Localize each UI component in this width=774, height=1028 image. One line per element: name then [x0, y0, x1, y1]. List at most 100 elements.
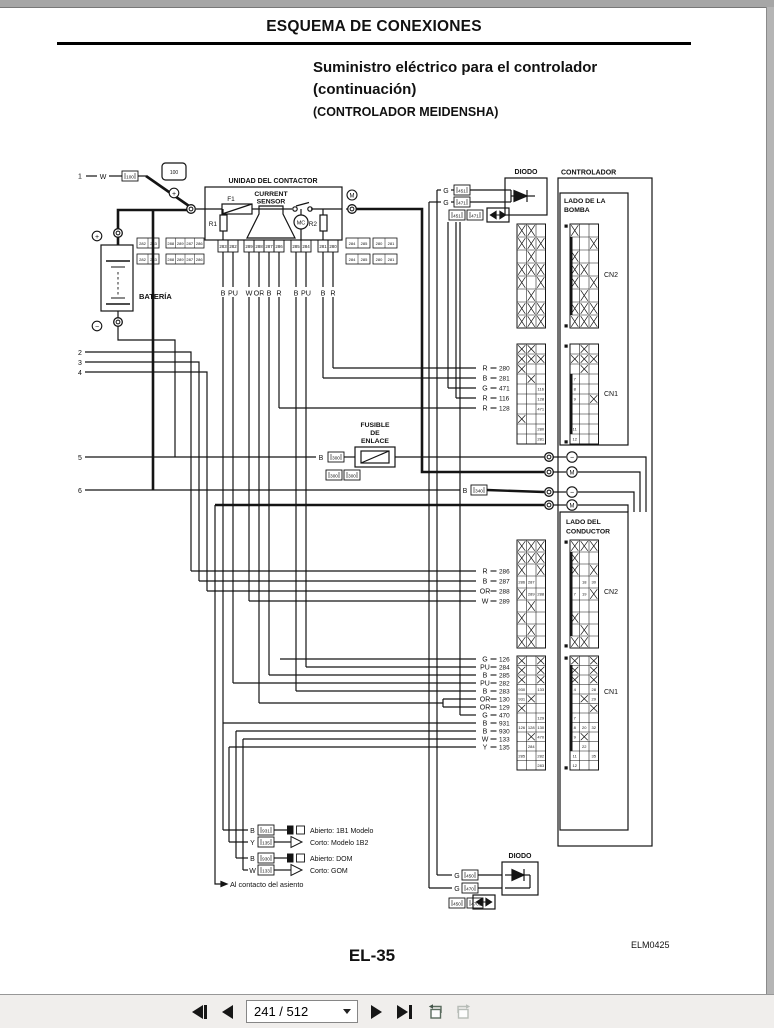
svg-text:OR: OR — [480, 589, 491, 596]
resistor-r1 — [219, 214, 228, 232]
ring-terminal-icon — [186, 204, 196, 214]
svg-text:288: 288 — [167, 241, 174, 246]
svg-text:PU: PU — [480, 665, 490, 672]
svg-text:PU: PU — [480, 681, 490, 688]
component-shapes — [100, 162, 653, 910]
next-view-button[interactable] — [455, 1002, 474, 1021]
last-page-button[interactable] — [395, 1003, 414, 1021]
svg-text:116: 116 — [538, 387, 545, 392]
svg-text:289: 289 — [177, 257, 184, 262]
triangle-left-icon — [192, 1004, 203, 1019]
joint-connector-bottom — [472, 894, 496, 910]
joint-arrow-icon — [475, 897, 483, 907]
svg-text:470: 470 — [499, 713, 510, 720]
previous-view-button[interactable] — [425, 1002, 444, 1021]
svg-text:8: 8 — [574, 725, 577, 730]
minus-bolt-icon — [566, 451, 578, 463]
top-window-edge — [0, 0, 774, 8]
minus-glyph: − — [95, 324, 99, 331]
svg-text:28: 28 — [592, 687, 597, 692]
svg-text:283: 283 — [499, 689, 510, 696]
svg-text:30: 30 — [592, 580, 597, 585]
svg-text:100: 100 — [126, 174, 134, 179]
subtitle-line2: (continuación) — [313, 81, 417, 98]
svg-text:289: 289 — [177, 241, 184, 246]
wire-color: G — [443, 200, 448, 207]
svg-text:Y: Y — [250, 840, 255, 847]
svg-text:4: 4 — [574, 687, 577, 692]
svg-text:133: 133 — [262, 868, 270, 873]
wire-color: G — [454, 886, 459, 893]
minus-bolt-icon — [566, 486, 578, 498]
ring-terminal-icon — [113, 317, 123, 327]
svg-text:130: 130 — [537, 725, 544, 730]
svg-text:135: 135 — [499, 745, 510, 752]
connector-box: 450 — [461, 869, 479, 881]
svg-text:286: 286 — [518, 580, 525, 585]
previous-page-button[interactable] — [220, 1003, 235, 1021]
page-number-box — [246, 1000, 358, 1023]
next-page-button[interactable] — [369, 1003, 384, 1021]
connector-box: 300 — [327, 451, 345, 463]
svg-text:287: 287 — [499, 579, 510, 586]
cn-label: CN1 — [604, 689, 618, 696]
svg-text:R: R — [482, 366, 487, 373]
wire-color: B — [319, 455, 324, 462]
svg-text:PU: PU — [228, 289, 238, 298]
motor-bolt-icon — [566, 466, 578, 478]
resistor-label: R1 — [209, 221, 218, 228]
svg-text:288: 288 — [255, 244, 263, 249]
ring-terminal-icon — [544, 487, 554, 497]
svg-text:470: 470 — [471, 901, 479, 906]
svg-text:286: 286 — [275, 244, 283, 249]
first-page-button[interactable] — [190, 1003, 209, 1021]
next-view-icon — [457, 1004, 471, 1019]
svg-text:35: 35 — [592, 753, 597, 758]
svg-text:287: 287 — [186, 257, 193, 262]
fuse-f1 — [221, 203, 253, 215]
subtitle-line3: (CONTROLADOR MEIDENSHA) — [313, 105, 499, 119]
svg-text:281: 281 — [388, 257, 395, 262]
connector-box: 471 — [453, 196, 471, 208]
svg-text:126: 126 — [518, 725, 525, 730]
page-title: ESQUEMA DE CONEXIONES — [266, 18, 482, 35]
right-window-edge — [766, 7, 774, 994]
svg-text:284: 284 — [499, 665, 510, 672]
wire-number: 3 — [78, 360, 82, 367]
triangle-right-icon — [371, 1004, 382, 1019]
contact-point — [292, 206, 298, 212]
svg-text:129: 129 — [499, 705, 510, 712]
bar-icon — [409, 1004, 412, 1019]
page-number-input[interactable] — [247, 1003, 343, 1020]
svg-text:G: G — [482, 713, 487, 720]
svg-text:126: 126 — [499, 657, 510, 664]
connector-box: 100 — [121, 170, 139, 182]
motor-glyph: M — [570, 504, 575, 510]
svg-text:930: 930 — [518, 687, 525, 692]
controller-label: CONTROLADOR — [561, 170, 616, 177]
svg-text:450: 450 — [453, 901, 461, 906]
dropdown-caret-icon[interactable] — [343, 1009, 351, 1014]
svg-text:300: 300 — [348, 473, 356, 478]
triangle-left-icon — [222, 1004, 233, 1019]
motor-terminal-icon — [346, 189, 358, 201]
minus-terminal-icon — [91, 320, 103, 332]
connector-box: 471 — [466, 209, 484, 221]
svg-text:450: 450 — [466, 873, 474, 878]
pump-side-box — [559, 192, 629, 446]
connector-box: 470 — [466, 897, 484, 909]
wire-color: G — [454, 873, 459, 880]
svg-text:471: 471 — [458, 200, 466, 205]
